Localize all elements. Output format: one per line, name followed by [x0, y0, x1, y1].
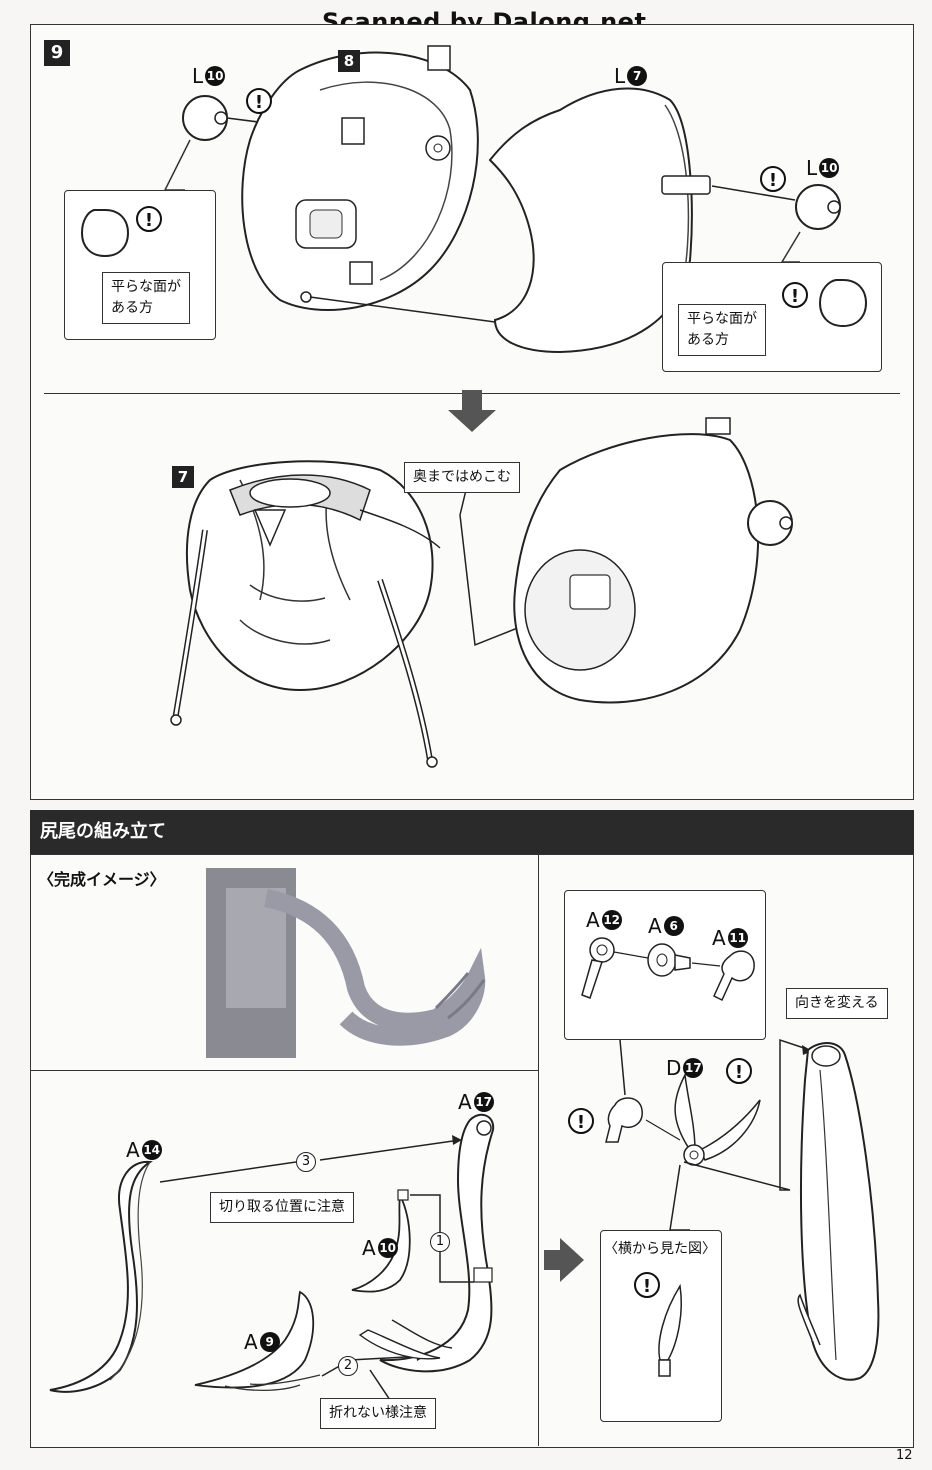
- order-2: 2: [338, 1356, 358, 1376]
- side-view-panel: [600, 1230, 722, 1422]
- order-1: 1: [430, 1232, 450, 1252]
- flat-face-icon: [818, 279, 868, 328]
- joint-parts-illustration: [581, 937, 761, 1166]
- completed-image-photo: [206, 868, 486, 1058]
- part-label-8: 8: [338, 50, 360, 72]
- flat-face-icon: [80, 209, 130, 258]
- no-break-note: 折れない様注意: [320, 1398, 436, 1429]
- insert-fully-note: 奥まではめこむ: [404, 462, 520, 493]
- down-arrow: [448, 390, 496, 432]
- flat-side-note-right: 平らな面が ある方: [678, 304, 766, 356]
- side-view-label: 〈横から見た図〉: [604, 1241, 716, 1257]
- warning-icon: !: [782, 282, 808, 308]
- warning-icon: !: [246, 88, 272, 114]
- tail-part-a17: [379, 1113, 495, 1373]
- side-view-fin: [658, 1283, 683, 1377]
- warning-icon: !: [726, 1058, 752, 1084]
- flat-side-note-left: 平らな面が ある方: [102, 272, 190, 324]
- tail-part-a10: [351, 1191, 411, 1293]
- part-label-7: 7: [172, 466, 194, 488]
- torso-part-7: [185, 460, 434, 692]
- step-9-bottom-illustration: [170, 417, 793, 768]
- preview-label: 〈完成イメージ〉: [38, 870, 166, 889]
- page-number: 12: [896, 1448, 913, 1463]
- shoulder-cover-7: [488, 87, 693, 354]
- step-9-top-illustration: [163, 45, 841, 354]
- order-3: 3: [296, 1152, 316, 1172]
- warning-icon: !: [760, 166, 786, 192]
- assembled-tail-piece: [799, 1042, 880, 1381]
- right-arrow: [544, 1238, 584, 1282]
- cut-position-note: 切り取る位置に注意: [210, 1192, 354, 1223]
- section-divider: [538, 854, 539, 1446]
- warning-icon: !: [634, 1272, 660, 1298]
- warning-icon: !: [136, 206, 162, 232]
- tail-part-a9: [194, 1290, 315, 1389]
- change-direction-note: 向きを変える: [786, 988, 888, 1019]
- tail-part-a14: [49, 1160, 153, 1393]
- warning-icon: !: [568, 1108, 594, 1134]
- section-title: 尻尾の組み立て: [30, 810, 914, 854]
- step-number: 9: [44, 40, 70, 66]
